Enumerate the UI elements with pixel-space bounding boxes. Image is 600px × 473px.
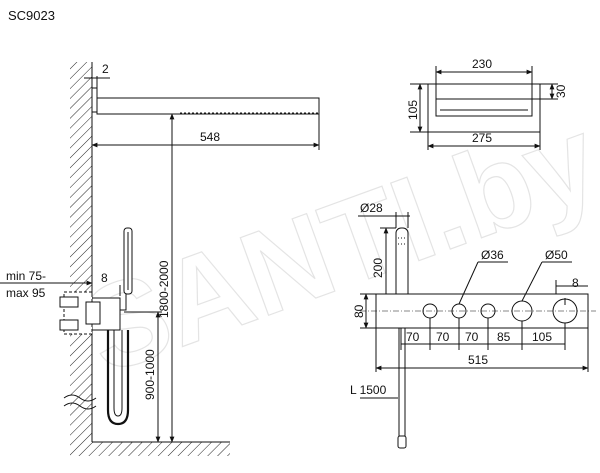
dim-top-depth: 105 [406, 100, 420, 120]
dim-hand-length: 200 [371, 258, 385, 278]
top-view: 230 275 105 30 [406, 57, 568, 150]
dim-spout-length: 548 [200, 130, 220, 144]
dim-spacing-5: 105 [532, 330, 552, 344]
dim-plate-height: 80 [352, 304, 366, 318]
dim-knob-small: Ø36 [481, 248, 504, 262]
wall-break-2 [63, 402, 97, 410]
dim-mixer-height: 900-1000 [143, 349, 157, 400]
dim-offset-8b: 8 [572, 276, 579, 290]
hand-shower-front [395, 227, 409, 301]
dim-hose-length: L 1500 [350, 383, 387, 397]
dim-top-inner-width: 230 [472, 57, 492, 71]
dim-knob-large: Ø50 [545, 248, 568, 262]
model-title: SC9023 [8, 8, 55, 23]
dim-spacing-4: 85 [497, 330, 511, 344]
dim-wall-depth-max: max 95 [6, 286, 46, 300]
wall-break [63, 394, 97, 402]
dim-spacing-2: 70 [436, 330, 450, 344]
hose-connector [397, 435, 407, 449]
front-view: Ø28 200 80 Ø36 Ø50 8 [350, 201, 596, 449]
dim-total-width: 515 [468, 353, 488, 367]
dim-top-lip: 30 [554, 84, 568, 98]
box-lug-top [59, 296, 79, 308]
leader-50 [521, 261, 543, 302]
box-lug-bottom [59, 319, 79, 331]
dim-top-outer-width: 275 [472, 131, 492, 145]
dim-hand-diameter: Ø28 [360, 201, 383, 215]
hose-front [398, 311, 406, 437]
mixer-knob [85, 301, 101, 325]
dim-spacing-1: 70 [406, 330, 420, 344]
shower-spout [96, 97, 320, 115]
spout-flange [91, 87, 98, 113]
dim-offset-8a: 8 [101, 271, 108, 285]
wall-hatch [70, 62, 92, 442]
dim-spacing-3: 70 [465, 330, 479, 344]
hose-loop-outer [106, 318, 130, 426]
top-inner [435, 98, 533, 117]
side-view: 2 548 1800-2000 min 75- max 95 8 900-100… [0, 62, 320, 456]
floor-hatch [70, 442, 230, 456]
dim-wall-depth-min: min 75- [6, 269, 46, 283]
dim-wall-gap: 2 [102, 62, 109, 76]
dim-spout-height: 1800-2000 [157, 260, 171, 318]
leader-36 [458, 261, 479, 305]
hose-loop-inner [113, 318, 123, 417]
